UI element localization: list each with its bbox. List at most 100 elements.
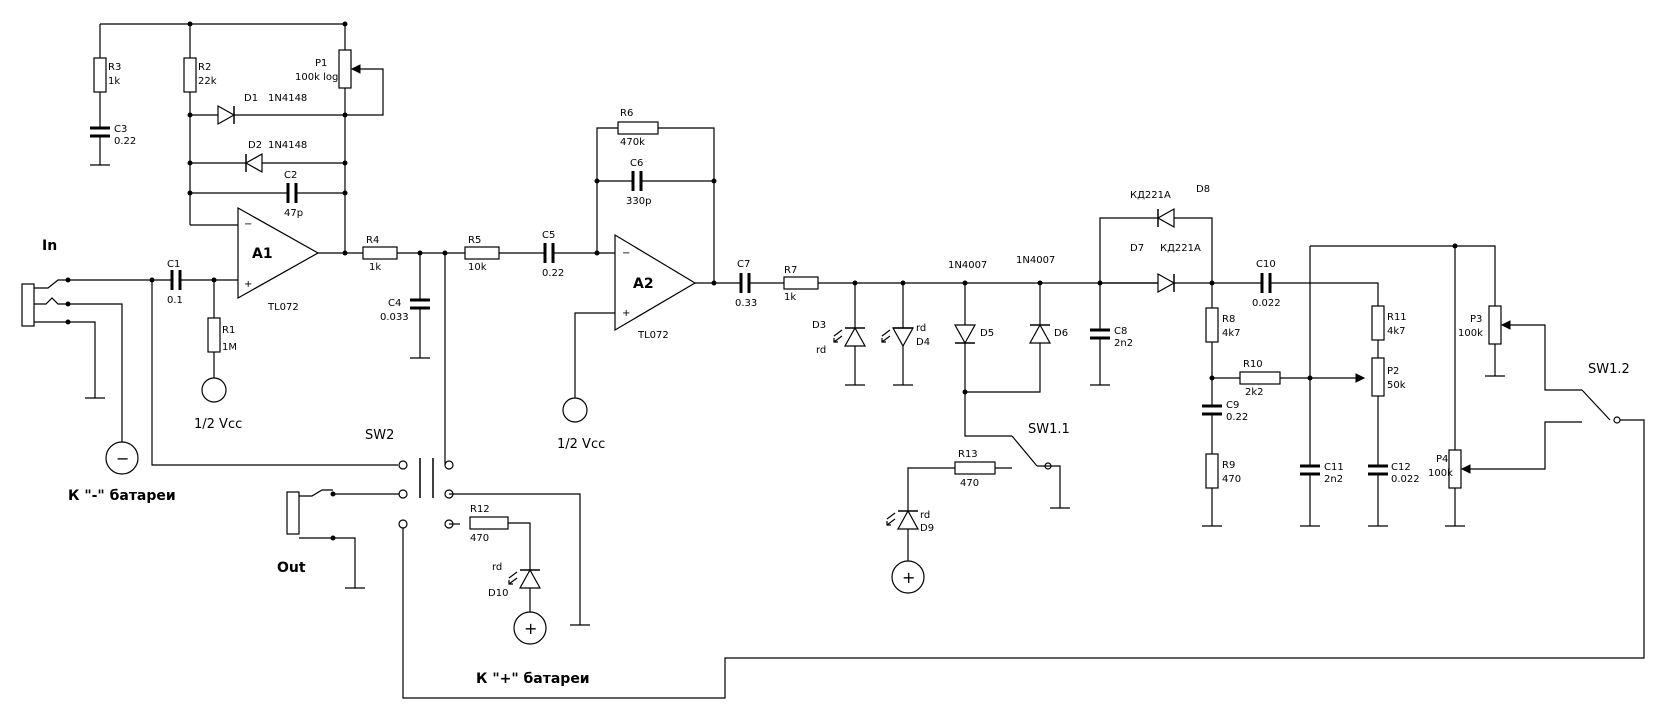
r1-ref: R1 <box>222 325 235 336</box>
d9-ref: D9 <box>920 523 934 534</box>
c6-ref: C6 <box>630 158 643 169</box>
diode-d2: D2 1N4148 <box>244 140 307 174</box>
output-label: Out <box>277 560 306 576</box>
c5-ref: C5 <box>542 230 555 241</box>
capacitor-c10: C10 0.022 <box>1252 259 1281 309</box>
potentiometer-p3: P3 100k <box>1458 305 1511 345</box>
resistor-r3: R3 1k <box>93 57 121 93</box>
c3-ref: C3 <box>114 124 127 135</box>
capacitor-c5: C5 0.22 <box>542 230 564 279</box>
r4-value: 1k <box>369 262 381 273</box>
half-vcc-terminal-1 <box>201 377 227 403</box>
c12-ref: C12 <box>1391 462 1411 473</box>
r3-ref: R3 <box>108 62 121 73</box>
p2-ref: P2 <box>1387 366 1399 377</box>
opamp-a2: A2 − + TL072 <box>614 233 697 341</box>
diode-d8: КД221А D8 <box>1130 184 1210 229</box>
resistor-r7: R7 1k <box>783 265 819 303</box>
output-jack <box>286 491 300 535</box>
r8-value: 4k7 <box>1222 328 1241 339</box>
r1-value: 1M <box>222 342 237 353</box>
switch-sw2[interactable]: SW2 <box>365 428 454 529</box>
resistor-r12: R12 470 <box>469 504 509 544</box>
c11-ref: C11 <box>1324 462 1344 473</box>
resistor-r13: R13 470 <box>954 449 996 489</box>
d5-ref: D5 <box>980 328 994 339</box>
a2-inv: − <box>622 248 630 259</box>
r12-ref: R12 <box>470 504 490 515</box>
r10-ref: R10 <box>1243 359 1263 370</box>
c8-ref: C8 <box>1114 326 1127 337</box>
p4-value: 100k <box>1428 468 1453 479</box>
led-d10: rd D10 <box>488 562 542 599</box>
p1-ref: P1 <box>315 58 327 69</box>
r8-ref: R8 <box>1222 314 1235 325</box>
capacitor-c7: C7 0.33 <box>735 259 757 309</box>
d10-ref: D10 <box>488 588 508 599</box>
capacitor-c12: C12 0.022 <box>1368 462 1420 485</box>
r11-ref: R11 <box>1387 312 1407 323</box>
c2-ref: C2 <box>284 170 297 181</box>
d3-ref: D3 <box>812 320 826 331</box>
sw1-1-label: SW1.1 <box>1028 422 1070 437</box>
opamp-a1: A1 − + TL072 <box>237 206 320 313</box>
c8-value: 2n2 <box>1114 338 1133 349</box>
negative-battery-label: К "-" батареи <box>68 488 176 504</box>
sw2-label: SW2 <box>365 428 394 443</box>
d10-value: rd <box>492 562 502 573</box>
capacitor-c4: C4 0.033 <box>380 298 430 323</box>
p2-value: 50k <box>1387 380 1406 391</box>
c6-value: 330p <box>626 196 651 207</box>
d8-ref: D8 <box>1196 184 1210 195</box>
p3-value: 100k <box>1458 328 1483 339</box>
c4-ref: C4 <box>388 298 401 309</box>
input-section: In − К "-" батареи <box>21 238 176 504</box>
capacitor-c8: C8 2n2 <box>1090 326 1133 349</box>
d1-ref: D1 <box>244 93 258 104</box>
r13-ref: R13 <box>958 449 978 460</box>
resistor-r5: R5 10k <box>464 235 500 273</box>
capacitor-c9: C9 0.22 <box>1202 400 1248 423</box>
d7-value: КД221А <box>1160 243 1201 254</box>
minus-sign: − <box>116 449 129 468</box>
resistor-r2: R2 22k <box>183 57 217 93</box>
r10-value: 2k2 <box>1245 387 1264 398</box>
r6-value: 470k <box>620 137 645 148</box>
c1-ref: C1 <box>167 259 180 270</box>
capacitor-c1: C1 0.1 <box>167 259 183 306</box>
capacitor-c6: C6 330p <box>626 158 651 207</box>
r9-value: 470 <box>1222 474 1241 485</box>
led-d9: rd D9 <box>886 509 934 534</box>
c10-ref: C10 <box>1256 259 1276 270</box>
switch-sw1-1[interactable]: SW1.1 <box>1011 422 1070 470</box>
half-vcc-label-1: 1/2 Vcc <box>194 417 242 432</box>
d2-ref: D2 <box>248 140 262 151</box>
capacitor-c3: C3 0.22 <box>90 124 136 147</box>
negative-battery-terminal <box>105 441 139 475</box>
r11-value: 4k7 <box>1387 326 1406 337</box>
a1-name: A1 <box>252 246 273 262</box>
c12-value: 0.022 <box>1391 474 1420 485</box>
switch-sw1-2[interactable]: SW1.2 <box>1581 362 1630 424</box>
positive-terminal-d10 <box>513 611 547 645</box>
p4-ref: P4 <box>1436 454 1448 465</box>
potentiometer-p2: P2 50k <box>1371 357 1406 397</box>
capacitor-c11: C11 2n2 <box>1300 462 1344 485</box>
a2-noninv: + <box>622 308 630 319</box>
plus-sign-1: + <box>902 568 915 587</box>
r9-ref: R9 <box>1222 460 1235 471</box>
r5-value: 10k <box>468 262 487 273</box>
diode-d5: D5 1N4007 <box>948 260 994 345</box>
r3-value: 1k <box>108 76 120 87</box>
r7-ref: R7 <box>784 265 797 276</box>
resistor-r4: R4 1k <box>362 235 398 273</box>
a1-inv: − <box>244 219 252 230</box>
d5-value: 1N4007 <box>948 260 987 271</box>
r6-ref: R6 <box>620 108 633 119</box>
sw1-2-label: SW1.2 <box>1588 362 1630 377</box>
resistor-r11: R11 4k7 <box>1371 305 1407 341</box>
d4-ref: D4 <box>916 337 930 348</box>
d2-value: 1N4148 <box>268 140 307 151</box>
